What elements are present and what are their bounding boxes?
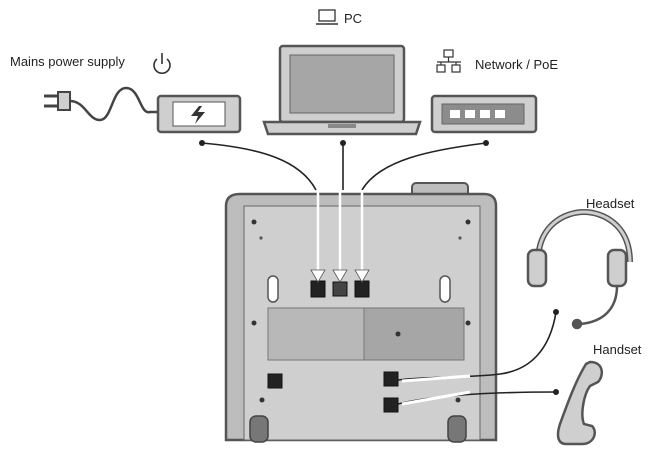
port-arrows (310, 190, 471, 406)
handset-icon (556, 360, 604, 446)
network-icon (436, 49, 461, 73)
headset-connector-dot (553, 309, 559, 315)
headset-icon (526, 208, 633, 330)
handset-connector-dot (553, 389, 559, 395)
mains-connector-dot (199, 140, 205, 146)
network-label: Network / PoE (475, 57, 559, 72)
pc-label: PC (344, 11, 363, 26)
network-switch (430, 94, 538, 134)
power-supply (156, 94, 242, 134)
mains-plug-icon (44, 86, 160, 122)
laptop (262, 44, 422, 136)
network-connector-dot (483, 140, 489, 146)
handset-label: Handset (593, 342, 642, 357)
headset-label: Headset (586, 196, 635, 211)
mains-power-label: Mains power supply (10, 54, 125, 69)
laptop-icon (316, 9, 338, 25)
pc-connector-dot (340, 140, 346, 146)
power-icon (153, 53, 171, 74)
